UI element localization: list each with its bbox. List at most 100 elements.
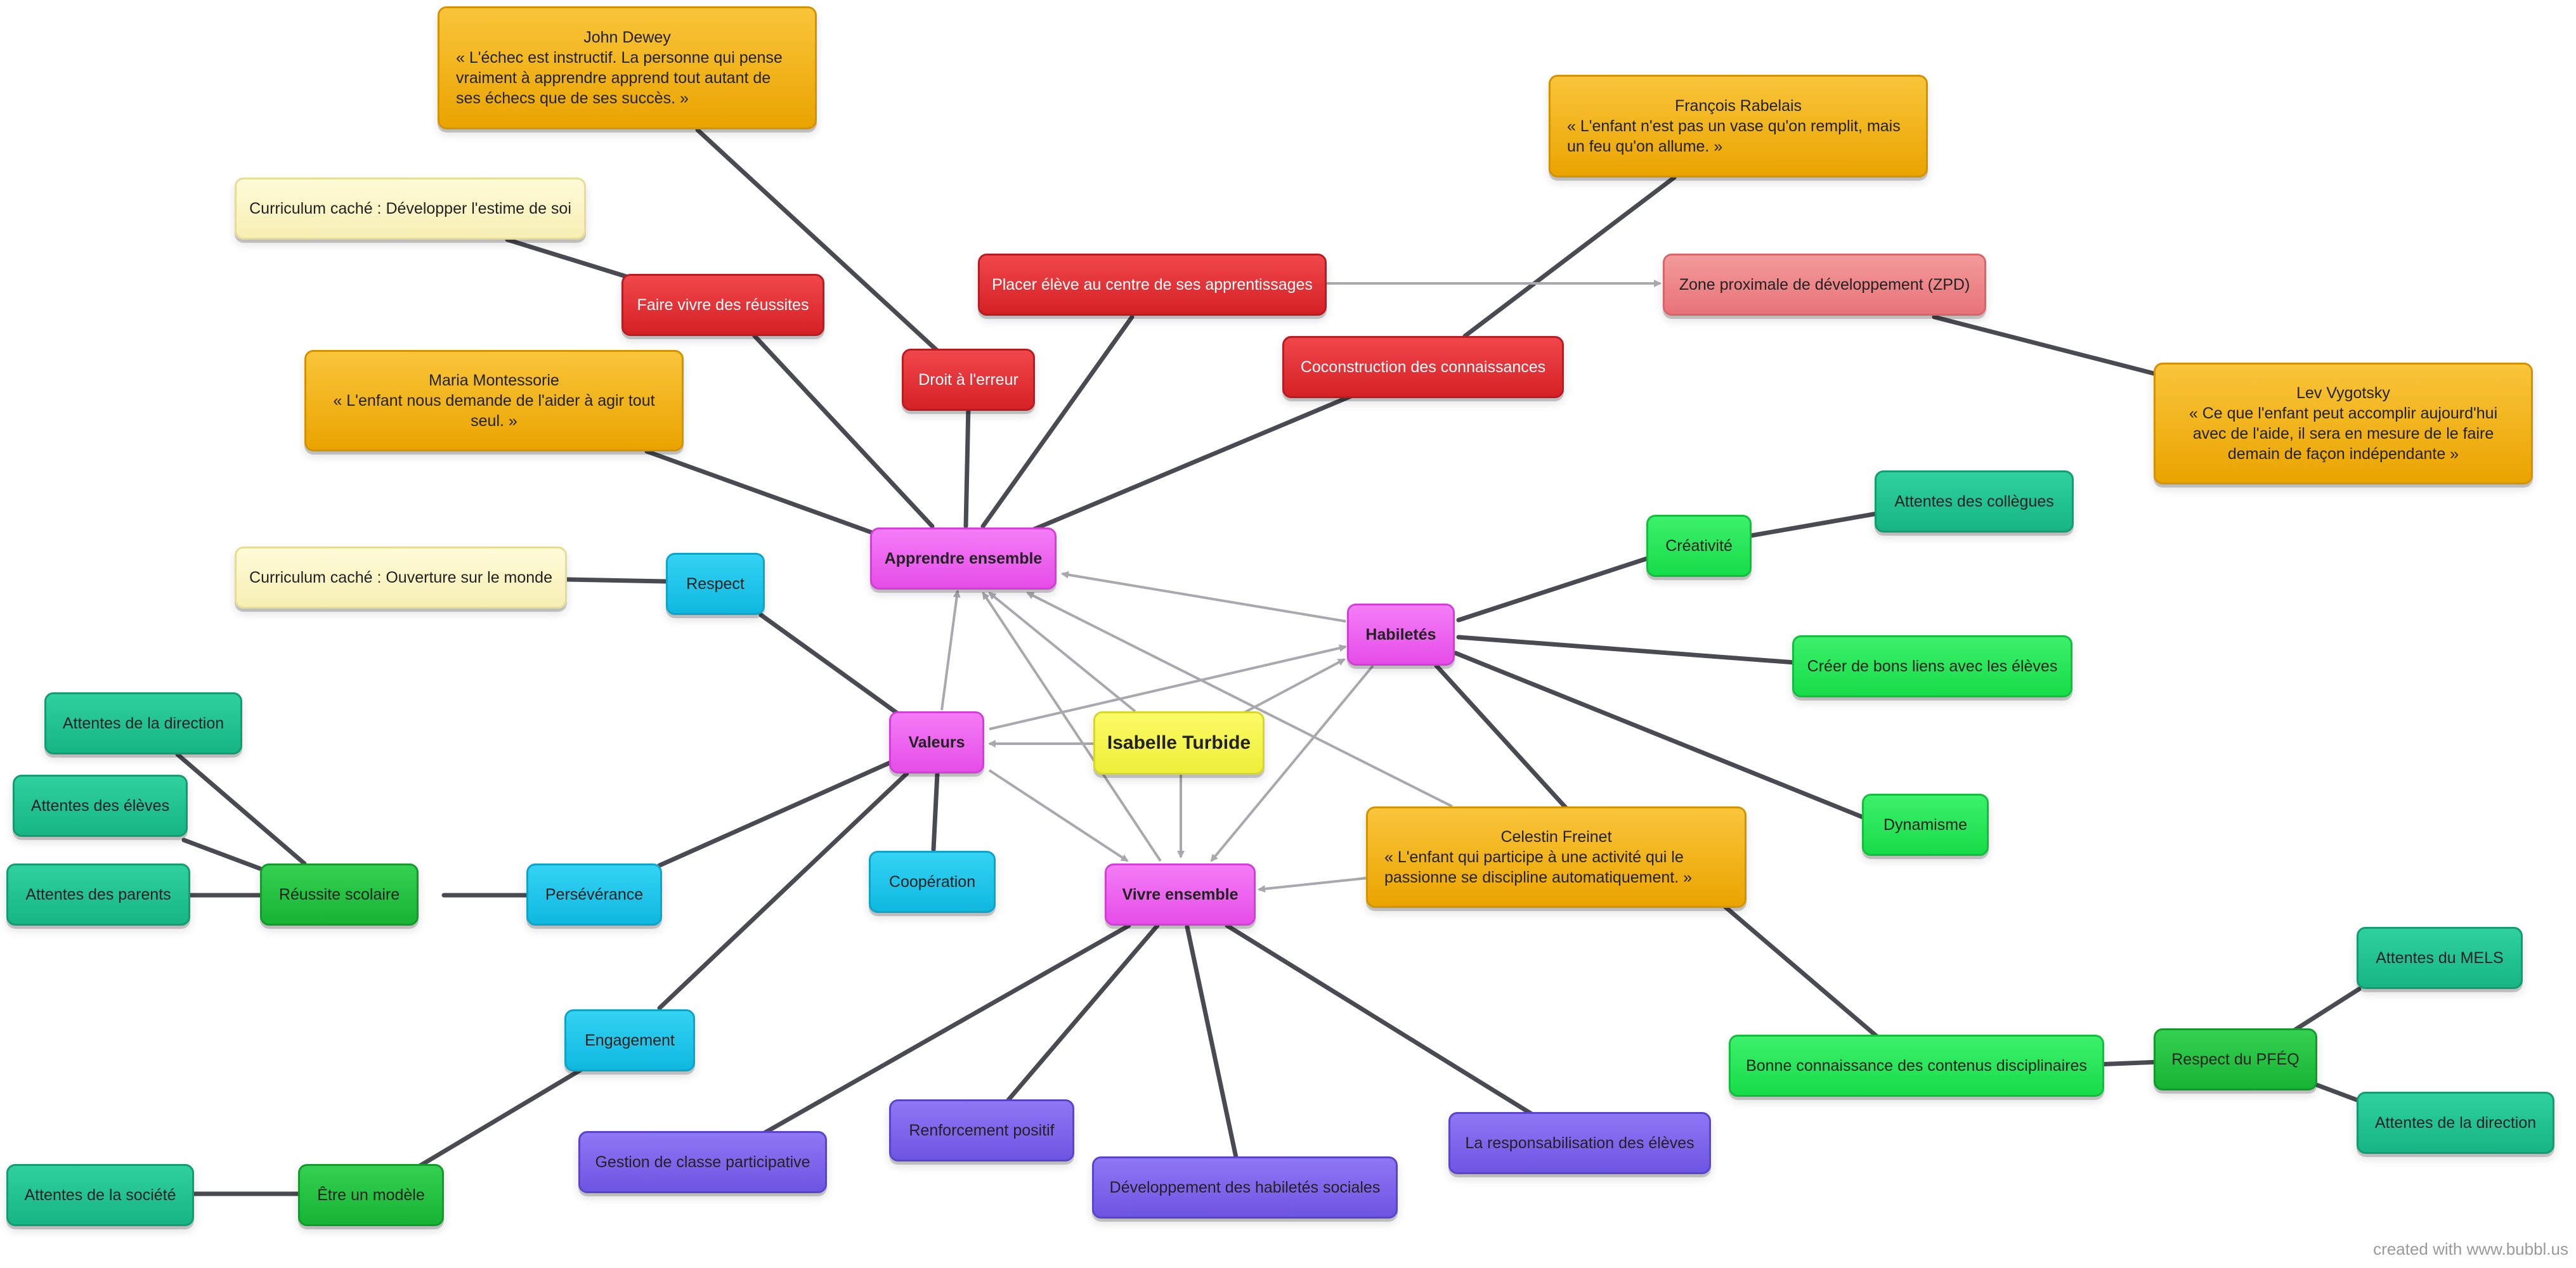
quote-john-dewey[interactable]: John Dewey « L'échec est instructif. La … [438,6,817,129]
node-label: Attentes de la société [24,1186,176,1204]
quote-lev-vygotsky[interactable]: Lev Vygotsky « Ce que l'enfant peut acco… [2154,363,2533,484]
edge-vivre-responsabilisation [1225,923,1537,1118]
node-attentes-eleves[interactable]: Attentes des élèves [13,775,188,837]
node-habiletes[interactable]: Habiletés [1347,604,1455,666]
edge-habiletes-freinet [1434,663,1569,811]
node-placer-eleve[interactable]: Placer élève au centre de ses apprentiss… [978,254,1327,316]
arrow-habiletes-vivre [1210,664,1374,862]
node-label: Zone proximale de développement (ZPD) [1679,276,1970,294]
node-label: Attentes des parents [25,886,171,903]
arrow-valeurs-habiletes [989,644,1347,730]
node-label: Coopération [888,873,976,891]
edge-reussite-eleves [181,838,263,871]
quote-author: John Dewey [583,29,671,46]
quote-celestin-freinet[interactable]: Celestin Freinet « L'enfant qui particip… [1366,806,1747,908]
quote-text: « L'enfant nous demande de l'aider à agi… [333,392,655,430]
edge-apprendre-montessori [644,449,875,535]
node-label: Attentes des collègues [1894,493,2054,510]
edge-valeurs-cooperation [931,771,940,852]
node-label: Valeurs [908,734,965,751]
node-label: Faire vivre des réussites [637,296,809,314]
node-engagement[interactable]: Engagement [564,1009,695,1071]
quote-author: Lev Vygotsky [2296,384,2390,402]
node-label: La responsabilisation des élèves [1465,1134,1695,1152]
quote-text: « L'enfant qui participe à une activité … [1384,848,1693,886]
node-label: Attentes de la direction [2374,1114,2537,1132]
edge-valeurs-perseverance [657,758,897,868]
node-faire-vivre-reussites[interactable]: Faire vivre des réussites [621,274,824,336]
edge-freinet-bonne-connaissance [1722,904,1880,1039]
arrow-freinet-vivre [1258,877,1367,893]
quote-author: Celestin Freinet [1500,828,1612,846]
edge-apprendre-droit [963,403,971,529]
edge-reussite-direction [175,752,307,866]
node-label: Être un modèle [317,1186,425,1204]
arrow-habiletes-apprendre [1061,571,1346,623]
arrow-center-apprendre [988,592,1136,713]
node-cooperation[interactable]: Coopération [869,851,996,913]
node-attentes-direction-1[interactable]: Attentes de la direction [44,692,242,754]
node-label: Placer élève au centre de ses apprentiss… [992,276,1313,294]
node-bons-liens[interactable]: Créer de bons liens avec les élèves [1792,635,2072,697]
node-reussite-scolaire[interactable]: Réussite scolaire [260,864,419,926]
node-creativite[interactable]: Créativité [1646,515,1752,577]
node-label: Respect du PFÉQ [2171,1051,2300,1068]
node-attentes-parents[interactable]: Attentes des parents [6,864,190,926]
edge-vivre-dev-habiletes [1185,924,1239,1163]
node-respect[interactable]: Respect [666,553,765,615]
node-label: Réussite scolaire [278,886,400,903]
credit-text: created with www.bubbl.us [2373,1239,2568,1258]
node-curriculum-monde[interactable]: Curriculum caché : Ouverture sur le mond… [235,547,567,609]
node-label: Renforcement positif [909,1122,1055,1139]
node-etre-modele[interactable]: Être un modèle [298,1164,444,1226]
edge-habiletes-liens [1456,635,1797,665]
node-label: Persévérance [545,886,644,903]
node-label: Gestion de classe participative [595,1153,810,1171]
node-zpd[interactable]: Zone proximale de développement (ZPD) [1663,254,1986,316]
node-gestion-classe[interactable]: Gestion de classe participative [578,1131,827,1193]
quote-author: Maria Montessorie [429,372,559,389]
edge-pfeq-mels [2287,987,2362,1036]
edge-coconstruction-rabelais [1462,175,1677,339]
edge-habiletes-dynamisme [1453,650,1867,820]
node-isabelle-turbide[interactable]: Isabelle Turbide [1093,711,1265,775]
node-label: Attentes des élèves [30,797,170,815]
node-label: Bonne connaissance des contenus discipli… [1746,1057,2087,1075]
edge-apprendre-coconstruction [1031,394,1353,532]
node-attentes-societe[interactable]: Attentes de la société [6,1164,194,1226]
node-attentes-mels[interactable]: Attentes du MELS [2357,927,2523,989]
node-curriculum-estime[interactable]: Curriculum caché : Développer l'estime d… [235,178,586,240]
node-dev-habiletes-sociales[interactable]: Développement des habiletés sociales [1092,1156,1398,1219]
edge-faire-vivre-estime [505,237,637,281]
node-label: Engagement [585,1032,675,1049]
node-attentes-collegues[interactable]: Attentes des collègues [1875,470,2074,533]
quote-author: François Rabelais [1674,97,1802,115]
node-dynamisme[interactable]: Dynamisme [1862,794,1989,856]
node-vivre-ensemble[interactable]: Vivre ensemble [1105,864,1256,926]
arrow-center-habiletes [1242,658,1346,715]
edge-engagement-modele [416,1066,586,1169]
node-attentes-direction-2[interactable]: Attentes de la direction [2357,1092,2554,1154]
node-label: Attentes de la direction [62,715,224,732]
node-label: Habiletés [1365,626,1436,644]
node-droit-erreur[interactable]: Droit à l'erreur [902,349,1035,411]
node-label: Créativité [1665,537,1733,555]
node-label: Respect [686,575,745,593]
node-responsabilisation[interactable]: La responsabilisation des élèves [1448,1112,1711,1174]
quote-text: « Ce que l'enfant peut accomplir aujourd… [2189,404,2498,463]
node-respect-pfeq[interactable]: Respect du PFÉQ [2154,1028,2317,1090]
node-label: Dynamisme [1883,816,1967,834]
quote-maria-montessorie[interactable]: Maria Montessorie « L'enfant nous demand… [304,350,684,451]
node-valeurs[interactable]: Valeurs [889,711,984,773]
quote-francois-rabelais[interactable]: François Rabelais « L'enfant n'est pas u… [1549,75,1928,178]
node-renforcement-positif[interactable]: Renforcement positif [889,1099,1074,1161]
node-coconstruction[interactable]: Coconstruction des connaissances [1282,336,1564,398]
node-perseverance[interactable]: Persévérance [526,864,662,926]
node-apprendre-ensemble[interactable]: Apprendre ensemble [870,527,1057,590]
node-bonne-connaissance[interactable]: Bonne connaissance des contenus discipli… [1729,1035,2104,1097]
node-label: Isabelle Turbide [1107,732,1251,753]
edge-creativite-collegues [1748,511,1880,538]
node-label: Créer de bons liens avec les élèves [1807,657,2058,675]
node-label: Attentes du MELS [2376,949,2504,967]
edge-apprendre-placer [980,314,1135,529]
